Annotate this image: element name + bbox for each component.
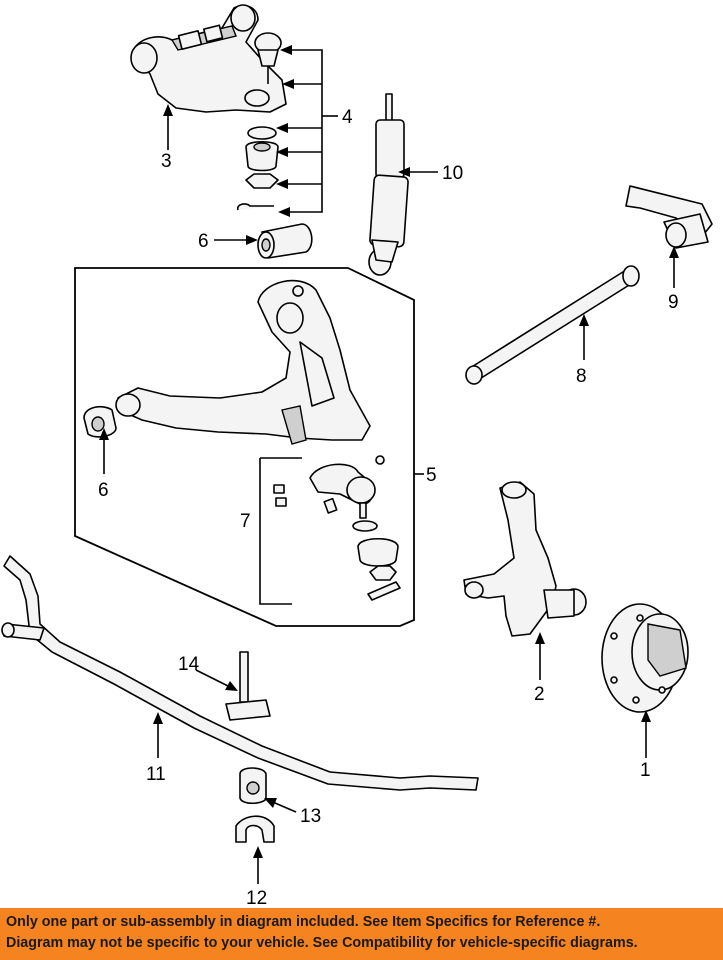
callout-1: 1: [640, 760, 651, 781]
callout-10: 10: [442, 163, 463, 184]
suspension-parts-diagram: 1 2 3 4 5 6 6 7 8 9 10 11 12 13 14: [1, 4, 713, 908]
strut-rod: [465, 265, 640, 385]
lower-control-arm: [115, 279, 371, 445]
callout-9: 9: [668, 292, 679, 313]
disclaimer-line-1: Only one part or sub-assembly in diagram…: [6, 914, 601, 930]
stabilizer-link: [225, 651, 271, 721]
callout-5: 5: [426, 465, 437, 486]
callout-13: 13: [300, 806, 321, 827]
callout-2: 2: [534, 684, 545, 705]
callout-14: 14: [178, 654, 200, 675]
upper-ball-joint: [254, 32, 282, 84]
callout-4: 4: [342, 107, 353, 128]
control-arm-bushing-top: [257, 223, 313, 259]
ball-joint-hardware: [236, 126, 279, 211]
callout-numbers: 1 2 3 4 5 6 6 7 8 9 10 11 12 13 14: [98, 107, 679, 908]
callout-11: 11: [146, 764, 166, 785]
stabilizer-bracket: [235, 815, 275, 843]
steering-knuckle: [463, 481, 587, 637]
disclaimer-banner: Only one part or sub-assembly in diagram…: [0, 908, 723, 960]
control-arm-bushing-left: [83, 405, 117, 438]
callout-12: 12: [246, 888, 267, 908]
stabilizer-bushing: [239, 767, 267, 805]
callout-6-top: 6: [198, 231, 209, 252]
tie-rod-bracket: [625, 185, 713, 249]
upper-control-arm: [130, 4, 287, 113]
callout-8: 8: [576, 366, 587, 387]
callout-7: 7: [240, 511, 251, 532]
stabilizer-bar: [1, 555, 479, 791]
lower-control-arm-box: [74, 267, 415, 627]
leader-lines: [99, 45, 679, 884]
lower-ball-joint-kit: [259, 455, 401, 605]
shock-absorber: [368, 93, 409, 276]
wheel-hub: [601, 603, 689, 713]
disclaimer-line-2: Diagram may not be specific to your vehi…: [6, 935, 638, 951]
callout-6-left: 6: [98, 480, 109, 501]
callout-3: 3: [161, 151, 172, 172]
